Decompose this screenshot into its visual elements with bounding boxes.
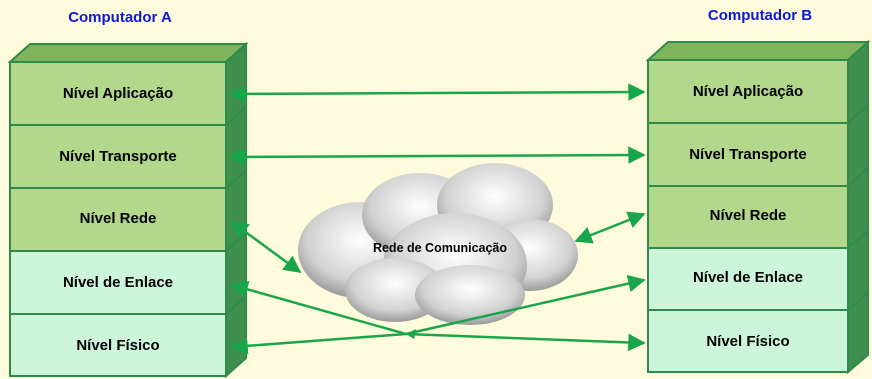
physical-b-to-cloud-arrow bbox=[405, 332, 646, 352]
link-b-to-cloud-arrow bbox=[405, 274, 646, 336]
computer-a-title: Computador A bbox=[68, 9, 172, 26]
application-peer-arrow bbox=[228, 83, 646, 103]
link-a-to-cloud-arrow bbox=[230, 280, 407, 336]
computer-b-side-face bbox=[847, 39, 869, 375]
computer-a-layer-transport: Nível Transporte bbox=[59, 148, 177, 165]
computer-b-top-face bbox=[645, 41, 871, 61]
computer-b-layer-box-4 bbox=[647, 247, 849, 311]
computer-a-layer-box-4 bbox=[9, 250, 227, 315]
computer-b-layer-box-1 bbox=[647, 59, 849, 124]
network-cloud bbox=[298, 163, 578, 325]
computer-a-layer-application: Nível Aplicação bbox=[62, 85, 174, 102]
computer-a-top-face bbox=[7, 43, 249, 63]
computer-b-layer-application: Nível Aplicação bbox=[692, 83, 804, 100]
computer-a-layer-box-1 bbox=[9, 61, 227, 126]
computer-b-layer-transport: Nível Transporte bbox=[689, 146, 807, 163]
network-b-to-cloud-arrow bbox=[574, 211, 646, 244]
computer-a-layer-physical: Nível Físico bbox=[76, 337, 160, 354]
computer-a-layer-datalink: Nível de Enlace bbox=[62, 274, 174, 291]
network-a-to-cloud-arrow bbox=[230, 220, 302, 274]
transport-peer-arrow bbox=[228, 146, 646, 166]
computer-b-layer-box-5 bbox=[647, 309, 849, 373]
computer-a-layer-box-5 bbox=[9, 313, 227, 377]
computer-b-layer-physical: Nível Físico bbox=[706, 333, 790, 350]
computer-b-stack bbox=[645, 39, 871, 375]
computer-b-title: Computador B bbox=[707, 7, 813, 24]
computer-b-layer-datalink: Nível de Enlace bbox=[692, 269, 804, 286]
computer-b-layer-network: Nível Rede bbox=[709, 207, 787, 224]
computer-a-layer-network: Nível Rede bbox=[79, 210, 157, 227]
computer-b-layer-box-3 bbox=[647, 185, 849, 249]
physical-a-to-cloud-arrow bbox=[230, 332, 407, 355]
computer-a-layer-box-3 bbox=[9, 187, 227, 252]
computer-a-stack bbox=[7, 41, 249, 379]
network-cloud-label: Rede de Comunicação bbox=[372, 241, 508, 255]
connection-arrows bbox=[228, 83, 646, 355]
